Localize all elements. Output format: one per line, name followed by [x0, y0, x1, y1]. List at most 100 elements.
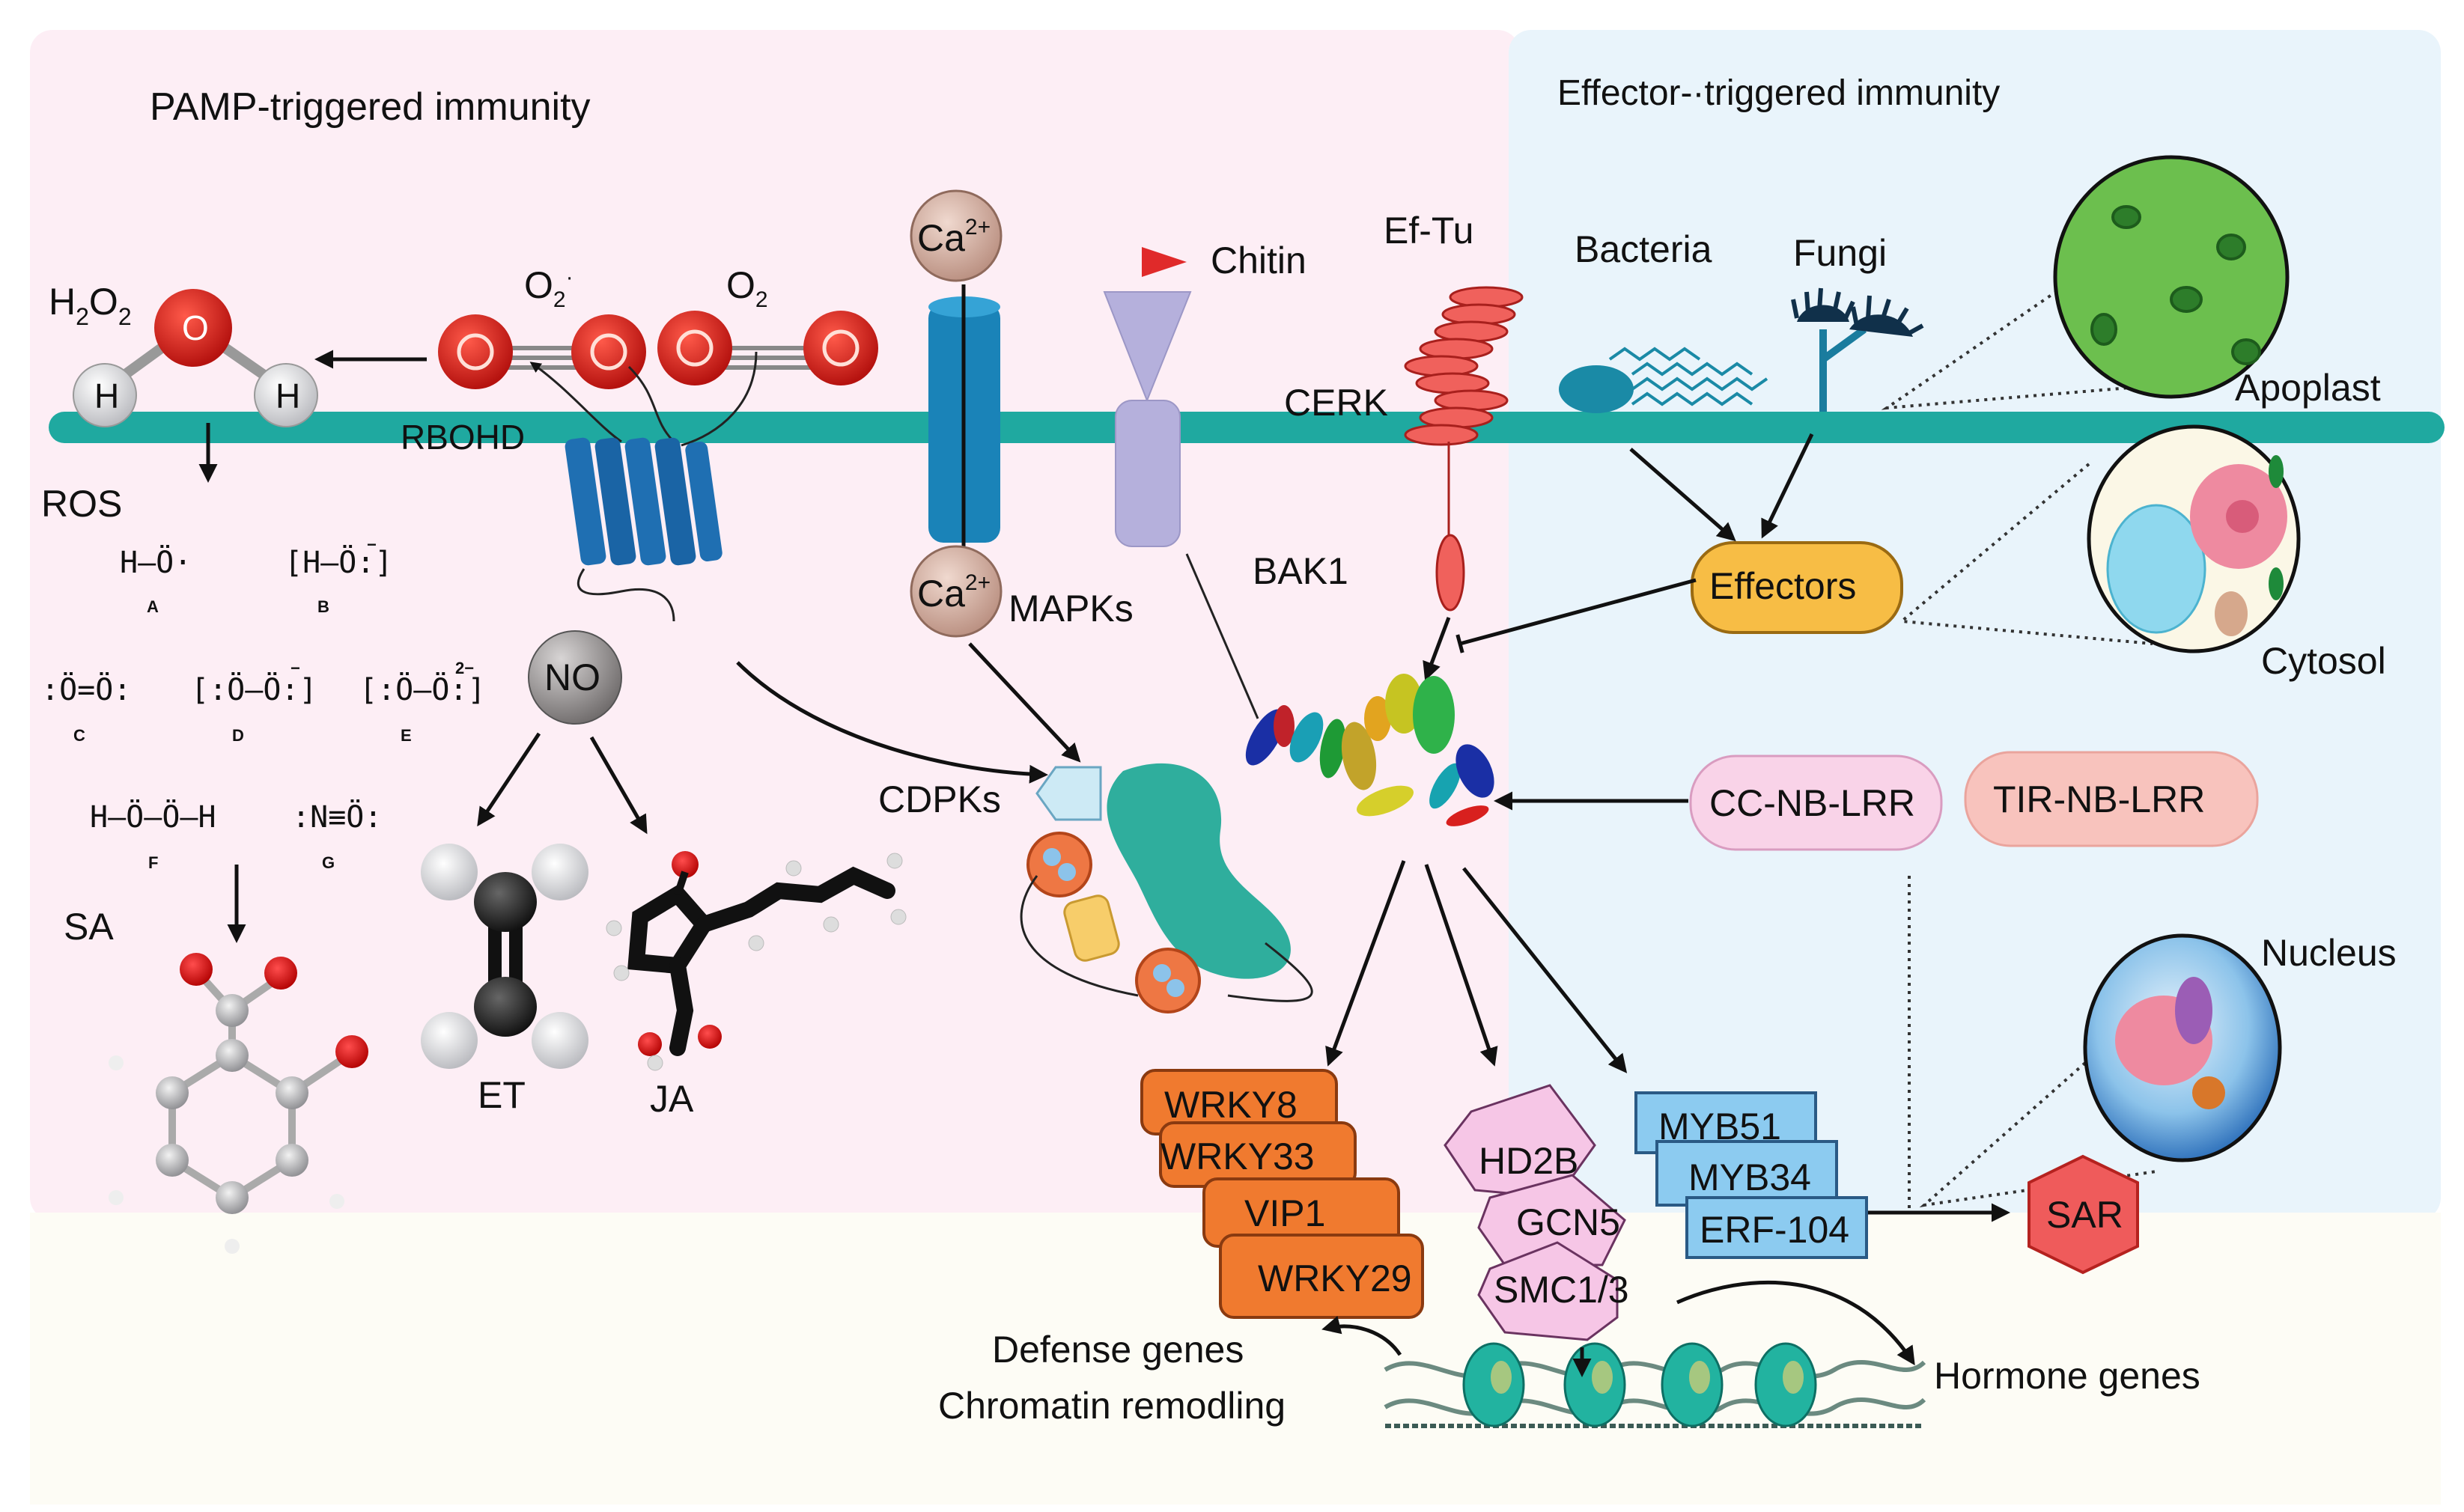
svg-text:SMC1/3: SMC1/3	[1494, 1269, 1629, 1311]
arrow-to-wrky	[1325, 860, 1406, 1067]
oxygen-molecule	[657, 311, 878, 385]
hydrogen-label: H	[94, 377, 119, 415]
ca-ion-top: Ca2+	[910, 189, 1003, 282]
erf-box: ERF-104	[1685, 1196, 1868, 1259]
oxygen-label: O	[182, 308, 209, 347]
svg-text:VIP1: VIP1	[1244, 1192, 1325, 1234]
svg-text:H–Ö·: H–Ö·	[120, 544, 192, 580]
ef-tu-label: Ef-Tu	[1384, 210, 1473, 252]
plasma-membrane	[49, 412, 2445, 443]
oxygen-atom	[657, 311, 732, 385]
arrow-ca-to-cdpks	[968, 642, 1081, 763]
fungi-label: Fungi	[1793, 232, 1887, 274]
sa-label: SA	[64, 906, 114, 948]
lewis-structures: H–Ö· A [H–Ö:] − B :Ö=Ö: C [:Ö–Ö:] − D [:…	[41, 535, 486, 872]
svg-text:Ca2+: Ca2+	[917, 215, 991, 259]
arrow-no-to-ja	[589, 736, 648, 835]
arrow-fungi-to-effectors	[1761, 433, 1814, 539]
superoxide-label: O2·	[524, 264, 574, 312]
myb-box: MYB34	[1655, 1140, 1838, 1207]
svg-text:CC-NB-LRR: CC-NB-LRR	[1709, 782, 1915, 824]
ethylene-molecule	[421, 844, 588, 1069]
eftu-receptor	[1404, 286, 1524, 612]
nucleus-label: Nucleus	[2261, 932, 2397, 974]
arrow-to-defense-genes	[1321, 1316, 1402, 1356]
oxygen-atom	[438, 314, 513, 389]
svg-text:G: G	[322, 853, 335, 872]
oxygen-atom	[154, 289, 232, 367]
wrky-box: VIP1	[1202, 1177, 1400, 1248]
lewis-structure-d: [:Ö–Ö:] − D	[191, 659, 317, 745]
eti-region	[1509, 30, 2441, 1220]
eti-title: Effector-·triggered immunity	[1557, 73, 2000, 113]
wrky-stack: WRKY8 WRKY33 VIP1 WRKY29	[1140, 1069, 1424, 1319]
arrow-to-chromatin-modifiers	[1424, 864, 1498, 1067]
hormone-genes-label: Hormone genes	[1934, 1355, 2200, 1397]
svg-text:[:Ö–Ö:]: [:Ö–Ö:]	[191, 671, 317, 707]
ros-label: ROS	[41, 483, 122, 525]
arrow-bacteria-to-effectors	[1629, 448, 1736, 542]
svg-text:WRKY33: WRKY33	[1160, 1135, 1315, 1177]
arrow-to-myb	[1462, 867, 1628, 1073]
arrow-no-to-et	[477, 732, 541, 827]
svg-text::Ö=Ö:: :Ö=Ö:	[41, 671, 131, 707]
cytosol-zoom-lines	[1898, 463, 2153, 645]
apoplast-label: Apoplast	[2235, 367, 2381, 409]
myb-erf-stack: MYB51 MYB34 ERF-104	[1634, 1091, 1868, 1259]
hydrogen-atom	[73, 363, 137, 427]
no-ion: NO	[528, 630, 622, 725]
cerk-label: CERK	[1284, 382, 1388, 424]
hydrogen-atom	[254, 363, 318, 427]
svg-text:WRKY29: WRKY29	[1258, 1258, 1412, 1299]
lewis-structure-b: [H–Ö:] − B	[285, 535, 393, 616]
chromatin-modifier: SMC1/3	[1477, 1241, 1629, 1341]
cc-nb-lrr-node: CC-NB-LRR	[1689, 755, 1943, 851]
et-label: ET	[478, 1074, 526, 1116]
rbohd-label: RBOHD	[401, 418, 525, 457]
sar-node: SAR	[2028, 1154, 2139, 1275]
svg-text:ERF-104: ERF-104	[1700, 1209, 1849, 1251]
svg-text:F: F	[148, 853, 158, 872]
h2o2-molecule: H H O	[73, 289, 318, 427]
svg-text:−: −	[367, 535, 377, 554]
effectors-inhibition-line	[1455, 578, 1697, 653]
tir-nb-lrr-node: TIR-NB-LRR	[1964, 751, 2259, 847]
arrow-to-cdpks	[736, 661, 1048, 784]
chitin-icon	[1142, 247, 1187, 277]
bak1-label: BAK1	[1253, 550, 1348, 592]
ca-ion-bottom: Ca2+	[910, 545, 1003, 638]
arrow-eftu-to-complex	[1423, 617, 1451, 681]
superoxide-molecule	[438, 314, 646, 389]
wrky-box: WRKY33	[1159, 1121, 1357, 1188]
svg-text::N≡Ö:: :N≡Ö:	[292, 799, 382, 835]
cdpk-complex	[1020, 763, 1313, 1013]
svg-text:B: B	[317, 597, 329, 616]
svg-text:D: D	[232, 726, 244, 745]
lewis-structure-c: :Ö=Ö: C	[41, 671, 131, 745]
lewis-structure-a: H–Ö· A	[120, 544, 192, 616]
oxygen-label: O2	[726, 264, 768, 312]
jasmonic-acid-molecule	[606, 851, 907, 1071]
arrow-to-hormone-genes	[1676, 1280, 1915, 1366]
bacteria-icon	[1559, 347, 1768, 413]
svg-text:H–Ö–Ö–H: H–Ö–Ö–H	[90, 799, 216, 835]
chromatin-remodeling-label: Chromatin remodling	[938, 1385, 1286, 1427]
rbohd-protein	[529, 351, 758, 622]
svg-text:A: A	[147, 597, 159, 616]
svg-text:−: −	[290, 659, 300, 677]
svg-text:NO: NO	[544, 656, 600, 698]
svg-text:Effectors: Effectors	[1709, 565, 1856, 607]
apoplast-zoom-icon	[2053, 155, 2290, 399]
h2o2-label: H2O2	[49, 281, 132, 330]
lewis-structure-g: :N≡Ö: G	[292, 799, 382, 872]
svg-text:WRKY8: WRKY8	[1164, 1084, 1298, 1126]
svg-text:2−: 2−	[455, 659, 474, 677]
cdpks-label: CDPKs	[878, 778, 1001, 820]
svg-text:[H–Ö:]: [H–Ö:]	[285, 544, 393, 580]
svg-text:HD2B: HD2B	[1479, 1140, 1578, 1182]
chitin-receptor	[1103, 291, 1192, 547]
pti-region	[30, 30, 1520, 1220]
ja-label: JA	[650, 1078, 694, 1120]
apoplast-zoom-lines	[1881, 275, 2157, 410]
